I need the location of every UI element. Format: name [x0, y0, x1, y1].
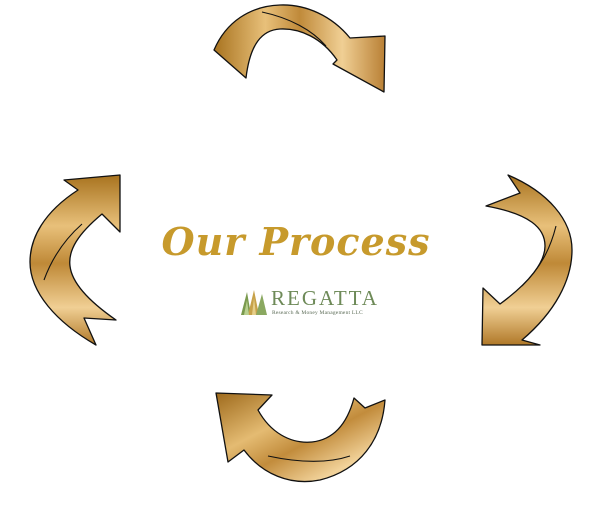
logo-tagline: Research & Money Management LLC	[272, 310, 363, 316]
sail-logo-icon	[241, 290, 267, 315]
regatta-logo: REGATTA Research & Money Management LLC	[238, 287, 378, 323]
right-arrow	[481, 174, 573, 346]
bottom-arrow	[215, 392, 386, 483]
left-arrow	[29, 174, 121, 346]
logo-name: REGATTA	[271, 286, 379, 310]
top-arrow	[213, 4, 386, 93]
diagram-title: Our Process	[161, 219, 431, 264]
